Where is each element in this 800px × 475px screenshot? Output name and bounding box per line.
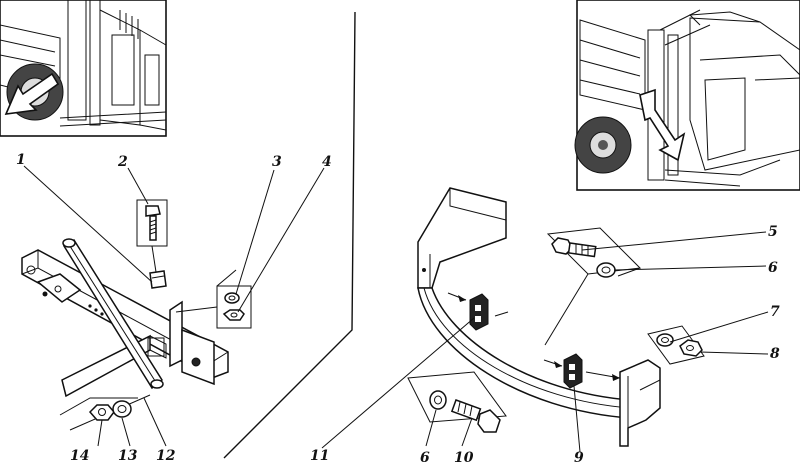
callout-1: 1 (16, 152, 26, 168)
callout-10: 10 (454, 450, 474, 466)
pointer-arrow-right (639, 88, 686, 162)
pointer-arrow-left (4, 72, 60, 115)
callout-9: 9 (574, 450, 584, 466)
bolt-box-2 (136, 199, 168, 247)
callout-4: 4 (322, 154, 332, 170)
callout-13: 13 (118, 448, 138, 464)
inset-truck-left (0, 0, 167, 137)
callout-6-top: 6 (768, 260, 778, 276)
callout-14: 14 (70, 448, 89, 464)
curved-bumper (417, 187, 661, 447)
callout-3: 3 (272, 154, 282, 170)
callout-12: 12 (156, 448, 176, 464)
washer-nut-box-right (647, 325, 705, 365)
nut-washer-group-left (59, 394, 151, 431)
callout-5: 5 (768, 224, 778, 240)
callout-6-bottom: 6 (420, 450, 430, 466)
bolt-washer-group-bottom (407, 371, 507, 433)
callout-8: 8 (770, 346, 780, 362)
inset-truck-right (574, 0, 800, 191)
callout-11: 11 (310, 448, 329, 464)
callout-2: 2 (117, 154, 128, 170)
washer-nut-box (216, 285, 252, 329)
callout-7: 7 (770, 304, 780, 320)
frame-rail-left (21, 249, 229, 398)
mount-block-9 (563, 353, 583, 389)
leader-lines (23, 165, 769, 453)
support-bar (62, 238, 164, 390)
clip-part (149, 270, 167, 289)
mount-block-11 (469, 293, 489, 331)
divider-line (223, 11, 356, 459)
